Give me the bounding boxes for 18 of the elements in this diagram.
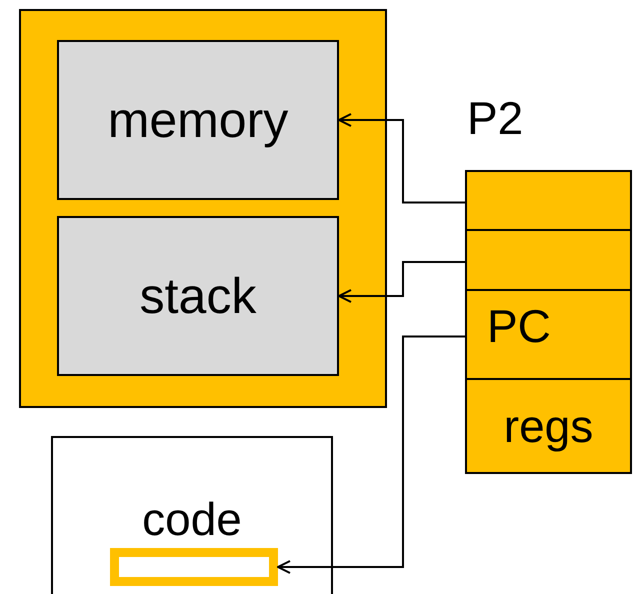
outer-box: [19, 9, 387, 408]
arrow: [338, 261, 467, 303]
register-cell: [465, 170, 632, 231]
node-label: memory: [108, 90, 288, 150]
node-label: code: [142, 496, 242, 547]
stack-box: [57, 216, 339, 376]
node-label: P2: [467, 92, 524, 144]
register-cell: [465, 229, 632, 291]
code-box: [51, 436, 333, 594]
node-label: PC: [487, 303, 551, 349]
pc-cell: [465, 289, 632, 380]
node-label: regs: [504, 403, 594, 449]
arrow: [338, 113, 467, 204]
code-slot: [110, 548, 278, 586]
regs-cell: [465, 378, 632, 474]
arrow: [277, 336, 467, 574]
node-label: stack: [140, 266, 256, 326]
memory-box: [57, 40, 339, 200]
